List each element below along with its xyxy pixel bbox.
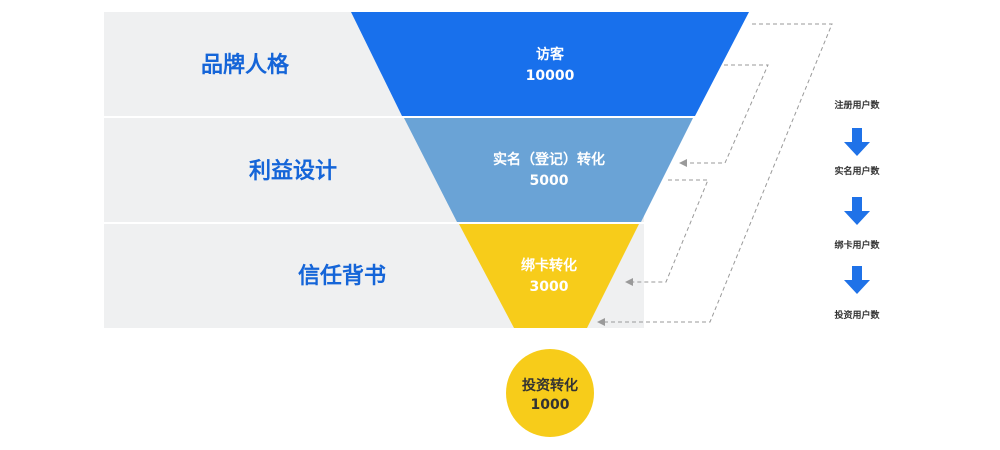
stage-visitors-name: 访客 [536,46,565,63]
row-label-brand: 品牌人格 [201,52,290,78]
stage-invest-circle [506,349,594,437]
side-label-bindcard: 绑卡用户数 [834,239,880,251]
side-label-invest: 投资用户数 [834,309,880,321]
dashed-connector-3 [625,179,709,286]
stage-visitors-value: 10000 [526,68,575,84]
down-arrow-icon [844,128,870,156]
funnel-stage-visitors [351,12,749,116]
stage-invest-name: 投资转化 [522,377,578,394]
dashed-connector-1 [597,23,833,326]
down-arrow-icon [844,266,870,294]
row-label-benefit: 利益设计 [249,158,337,184]
stage-realname-name: 实名（登记）转化 [493,151,605,168]
stage-realname-value: 5000 [530,173,569,189]
row-label-trust: 信任背书 [298,263,386,289]
side-label-registered: 注册用户数 [834,99,880,111]
dashed-connector-2 [679,64,769,167]
stage-bindcard-value: 3000 [530,279,569,295]
stage-invest-value: 1000 [531,397,570,413]
funnel-stage-bindcard [459,224,639,328]
stage-bindcard-name: 绑卡转化 [521,257,577,274]
side-label-realname: 实名用户数 [834,165,880,177]
funnel-stage-realname [404,118,693,222]
down-arrow-icon [844,197,870,225]
